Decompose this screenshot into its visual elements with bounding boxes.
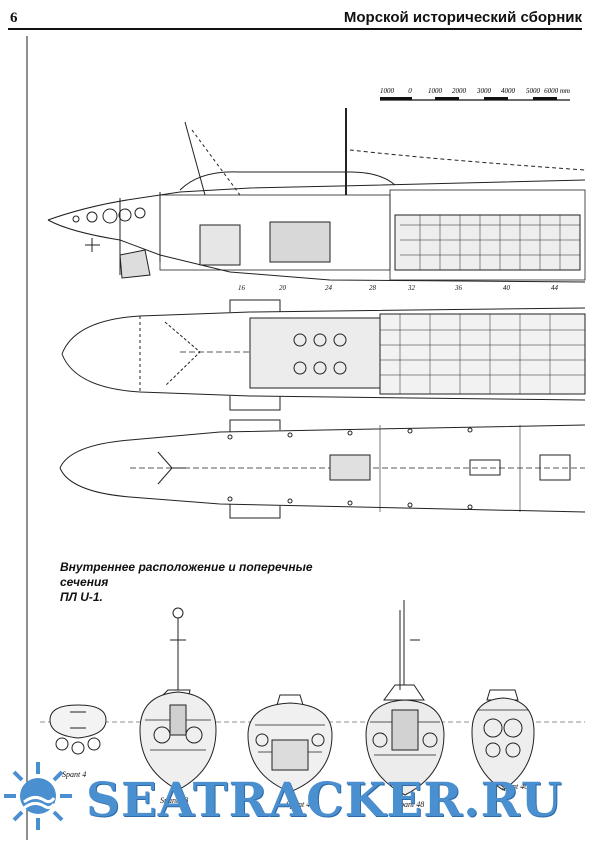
frame-number-label: 44	[551, 284, 559, 292]
cross-section-3	[247, 694, 333, 793]
scale-tick-label: 2000	[452, 87, 467, 95]
cross-section-1	[49, 704, 107, 755]
side-profile-view: 16 20 24 28 32 36 40 44	[47, 108, 586, 292]
frame-number-label: 24	[325, 284, 333, 292]
cross-section-5	[471, 689, 535, 791]
cross-section-2	[139, 607, 217, 791]
caption-line-1: Внутреннее расположение и поперечные сеч…	[60, 560, 313, 589]
frame-number-label: 20	[279, 284, 287, 292]
frame-number-label: 36	[454, 284, 463, 292]
plan-view-internal	[61, 299, 586, 411]
frame-number-label: 16	[238, 284, 246, 292]
page-number: 6	[10, 10, 18, 26]
frame-number-label: 32	[407, 284, 416, 292]
plan-view-hull	[59, 419, 586, 519]
scale-tick-label: 3000	[476, 87, 492, 95]
journal-title: Морской исторический сборник	[343, 9, 582, 26]
section-label-1: Spant 4	[62, 770, 87, 779]
scale-tick-label: 4000	[501, 87, 516, 95]
section-label-4: Spant 48	[396, 800, 425, 809]
section-label-2: Spant 28	[160, 796, 189, 805]
scale-tick-label: 0	[408, 87, 412, 95]
section-label-5: Spant 40	[500, 782, 529, 791]
seatracker-logo-icon	[4, 762, 72, 830]
scale-tick-label: 1000	[380, 87, 395, 95]
cross-section-4	[365, 600, 445, 796]
figure-caption: Внутреннее расположение и поперечные сеч…	[60, 560, 360, 605]
watermark-text: SEATRACKER.RU	[86, 773, 563, 828]
scale-tick-label: 5000	[526, 87, 541, 95]
scale-tick-label: 6000 mm	[544, 87, 570, 95]
frame-number-label: 28	[369, 284, 377, 292]
scale-tick-label: 1000	[428, 87, 443, 95]
frame-number-label: 40	[503, 284, 511, 292]
caption-line-2: ПЛ U-1.	[60, 590, 103, 604]
section-label-3: Spant 44	[286, 800, 315, 809]
page-header: 6 Морской исторический сборник	[8, 6, 582, 30]
